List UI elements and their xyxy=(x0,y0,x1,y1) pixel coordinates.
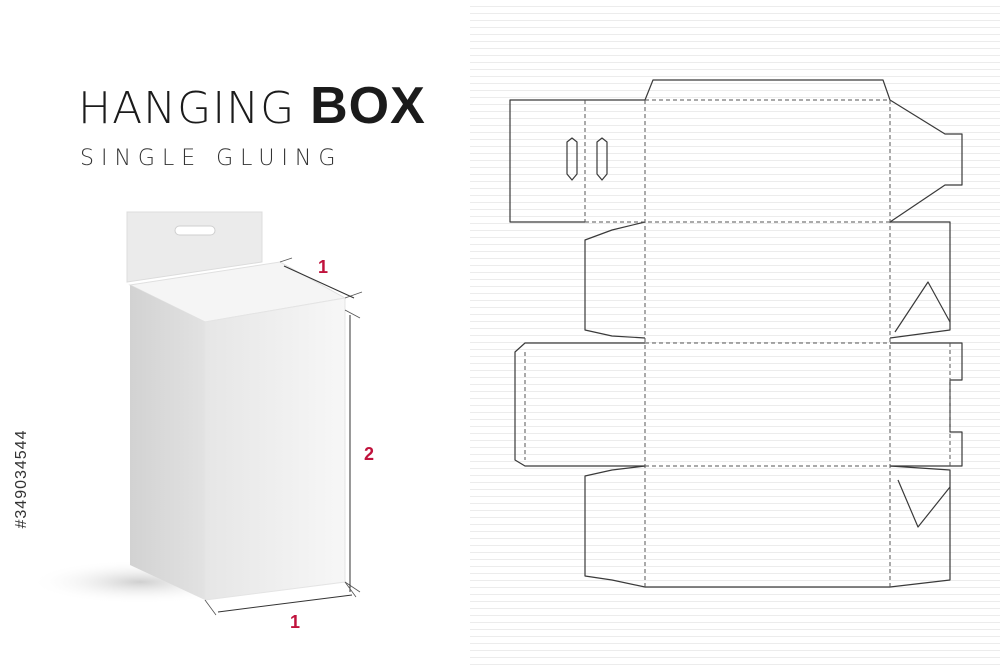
left-flap-2 xyxy=(514,342,645,467)
striped-background xyxy=(470,0,1000,666)
box-side-face xyxy=(130,285,205,600)
hang-hole-icon xyxy=(174,225,216,236)
title-bold: BOX xyxy=(310,77,426,135)
height-label: 2 xyxy=(364,444,375,464)
hang-slot-left-icon xyxy=(566,137,578,181)
left-flap-1 xyxy=(584,221,646,339)
right-flap-2 xyxy=(890,342,963,467)
hang-slot-right-icon xyxy=(596,137,608,181)
depth-label: 1 xyxy=(318,257,329,277)
right-flap-3 xyxy=(889,465,951,588)
page-title: HANGING BOX xyxy=(78,78,425,137)
right-flap-1 xyxy=(889,221,951,339)
notch-top xyxy=(894,281,951,333)
page-subtitle: SINGLE GLUING xyxy=(80,146,343,171)
hang-panel xyxy=(509,99,585,223)
notch-bottom xyxy=(897,479,951,528)
width-dimension-line xyxy=(217,594,353,613)
hang-tab xyxy=(126,211,263,283)
left-flap-3 xyxy=(584,465,646,588)
title-light: HANGING xyxy=(78,83,296,134)
right-top-tab xyxy=(889,99,963,223)
box-illustration xyxy=(30,211,363,616)
depth-dimension-line xyxy=(283,265,355,299)
top-flap xyxy=(644,79,891,101)
width-label: 1 xyxy=(290,612,301,632)
